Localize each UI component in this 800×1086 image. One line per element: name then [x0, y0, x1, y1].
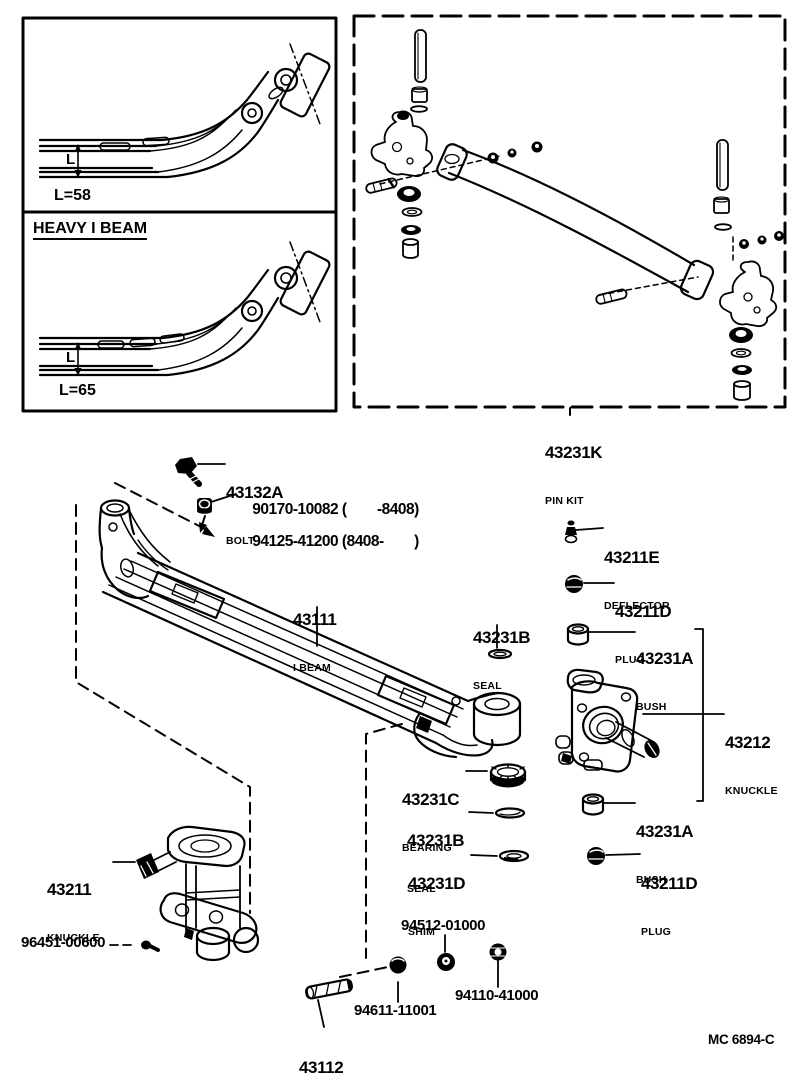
nut-90170-part [197, 498, 212, 514]
inset-heavy-length-label: L=65 [59, 382, 96, 399]
i-beam-drawing [98, 499, 522, 759]
plug-upper-label: 43211D PLUG [615, 602, 672, 666]
shim-part [498, 849, 530, 863]
deflector-label: 43211E DEFLECTOR [604, 548, 670, 612]
screw-96451-part [141, 940, 160, 952]
nut-94611-part [389, 956, 407, 974]
seal-upper-label: 43231B SEAL [473, 628, 531, 692]
washer-94512-part [437, 953, 455, 971]
bearing-label: 43231C BEARING [402, 790, 460, 854]
bush-lower-label: 43231A BUSH [636, 822, 694, 886]
washer-part-number: 94512-01000 [401, 917, 486, 934]
plug-lower-label: 43211D PLUG [641, 874, 698, 938]
inset-heavy-dim-marker: L [66, 349, 76, 366]
nut-hex-part-number: 94110-41000 [455, 987, 539, 1004]
knuckle-left-label: 43211 KNUCKLE [47, 880, 100, 944]
bush-upper-part [566, 623, 590, 646]
right-knuckle-drawing [555, 668, 660, 773]
inset-standard-dim-marker: L [66, 151, 76, 168]
dashed-arrowheads [199, 522, 215, 537]
bolt-label: 43132A BOLT [226, 483, 284, 547]
assembly-dashed-lines [75, 482, 403, 978]
pin-kit-name: PIN KIT [545, 495, 584, 507]
nut-part-numbers-label: 90170-10082 ( -8408) 94125-41200 (8408- … [252, 501, 419, 550]
plug-lower-part [587, 847, 605, 865]
inset-heavy-title: HEAVY I BEAM [33, 221, 148, 240]
pin-kit-number: 43231K [545, 443, 603, 462]
inset-box-frame [21, 16, 338, 413]
pin-kit-label: 43231K PIN KIT [545, 412, 603, 539]
deflector-part [564, 520, 578, 544]
i-beam-label: 43111 I BEAM [293, 610, 337, 674]
shim-label: 43231D SHIM [408, 874, 466, 938]
page-code: MC 6894-C [708, 1032, 775, 1047]
bush-upper-label: 43231A BUSH [636, 649, 694, 713]
bearing-part [489, 763, 527, 788]
inset-standard-length-label: L=58 [54, 187, 91, 204]
pin-kit-drawing [365, 29, 784, 401]
seal-lower-part [494, 807, 526, 819]
left-knuckle-drawing [136, 825, 260, 962]
bush-lower-part [581, 793, 605, 816]
nut-94110-part [489, 943, 507, 961]
bolt-43132a-part [175, 457, 202, 487]
leader-lines [109, 463, 725, 1028]
screw-part-number: 96451-00600 [21, 934, 106, 951]
inset-heavy-ibeam-drawing [38, 241, 331, 377]
seal-lower-label: 43231B SEAL [407, 831, 465, 895]
pin-label: 43112 PIN [299, 1058, 344, 1077]
seal-upper-part [487, 648, 513, 660]
nut-round-part-number: 94611-11001 [354, 1002, 437, 1019]
knuckle-right-label: 43212 KNUCKLE [725, 733, 778, 797]
pin-kit-box-frame [352, 14, 787, 416]
pin-43112-part [305, 978, 353, 1000]
plug-upper-part [565, 575, 583, 593]
inset-standard-ibeam-drawing [38, 43, 331, 179]
